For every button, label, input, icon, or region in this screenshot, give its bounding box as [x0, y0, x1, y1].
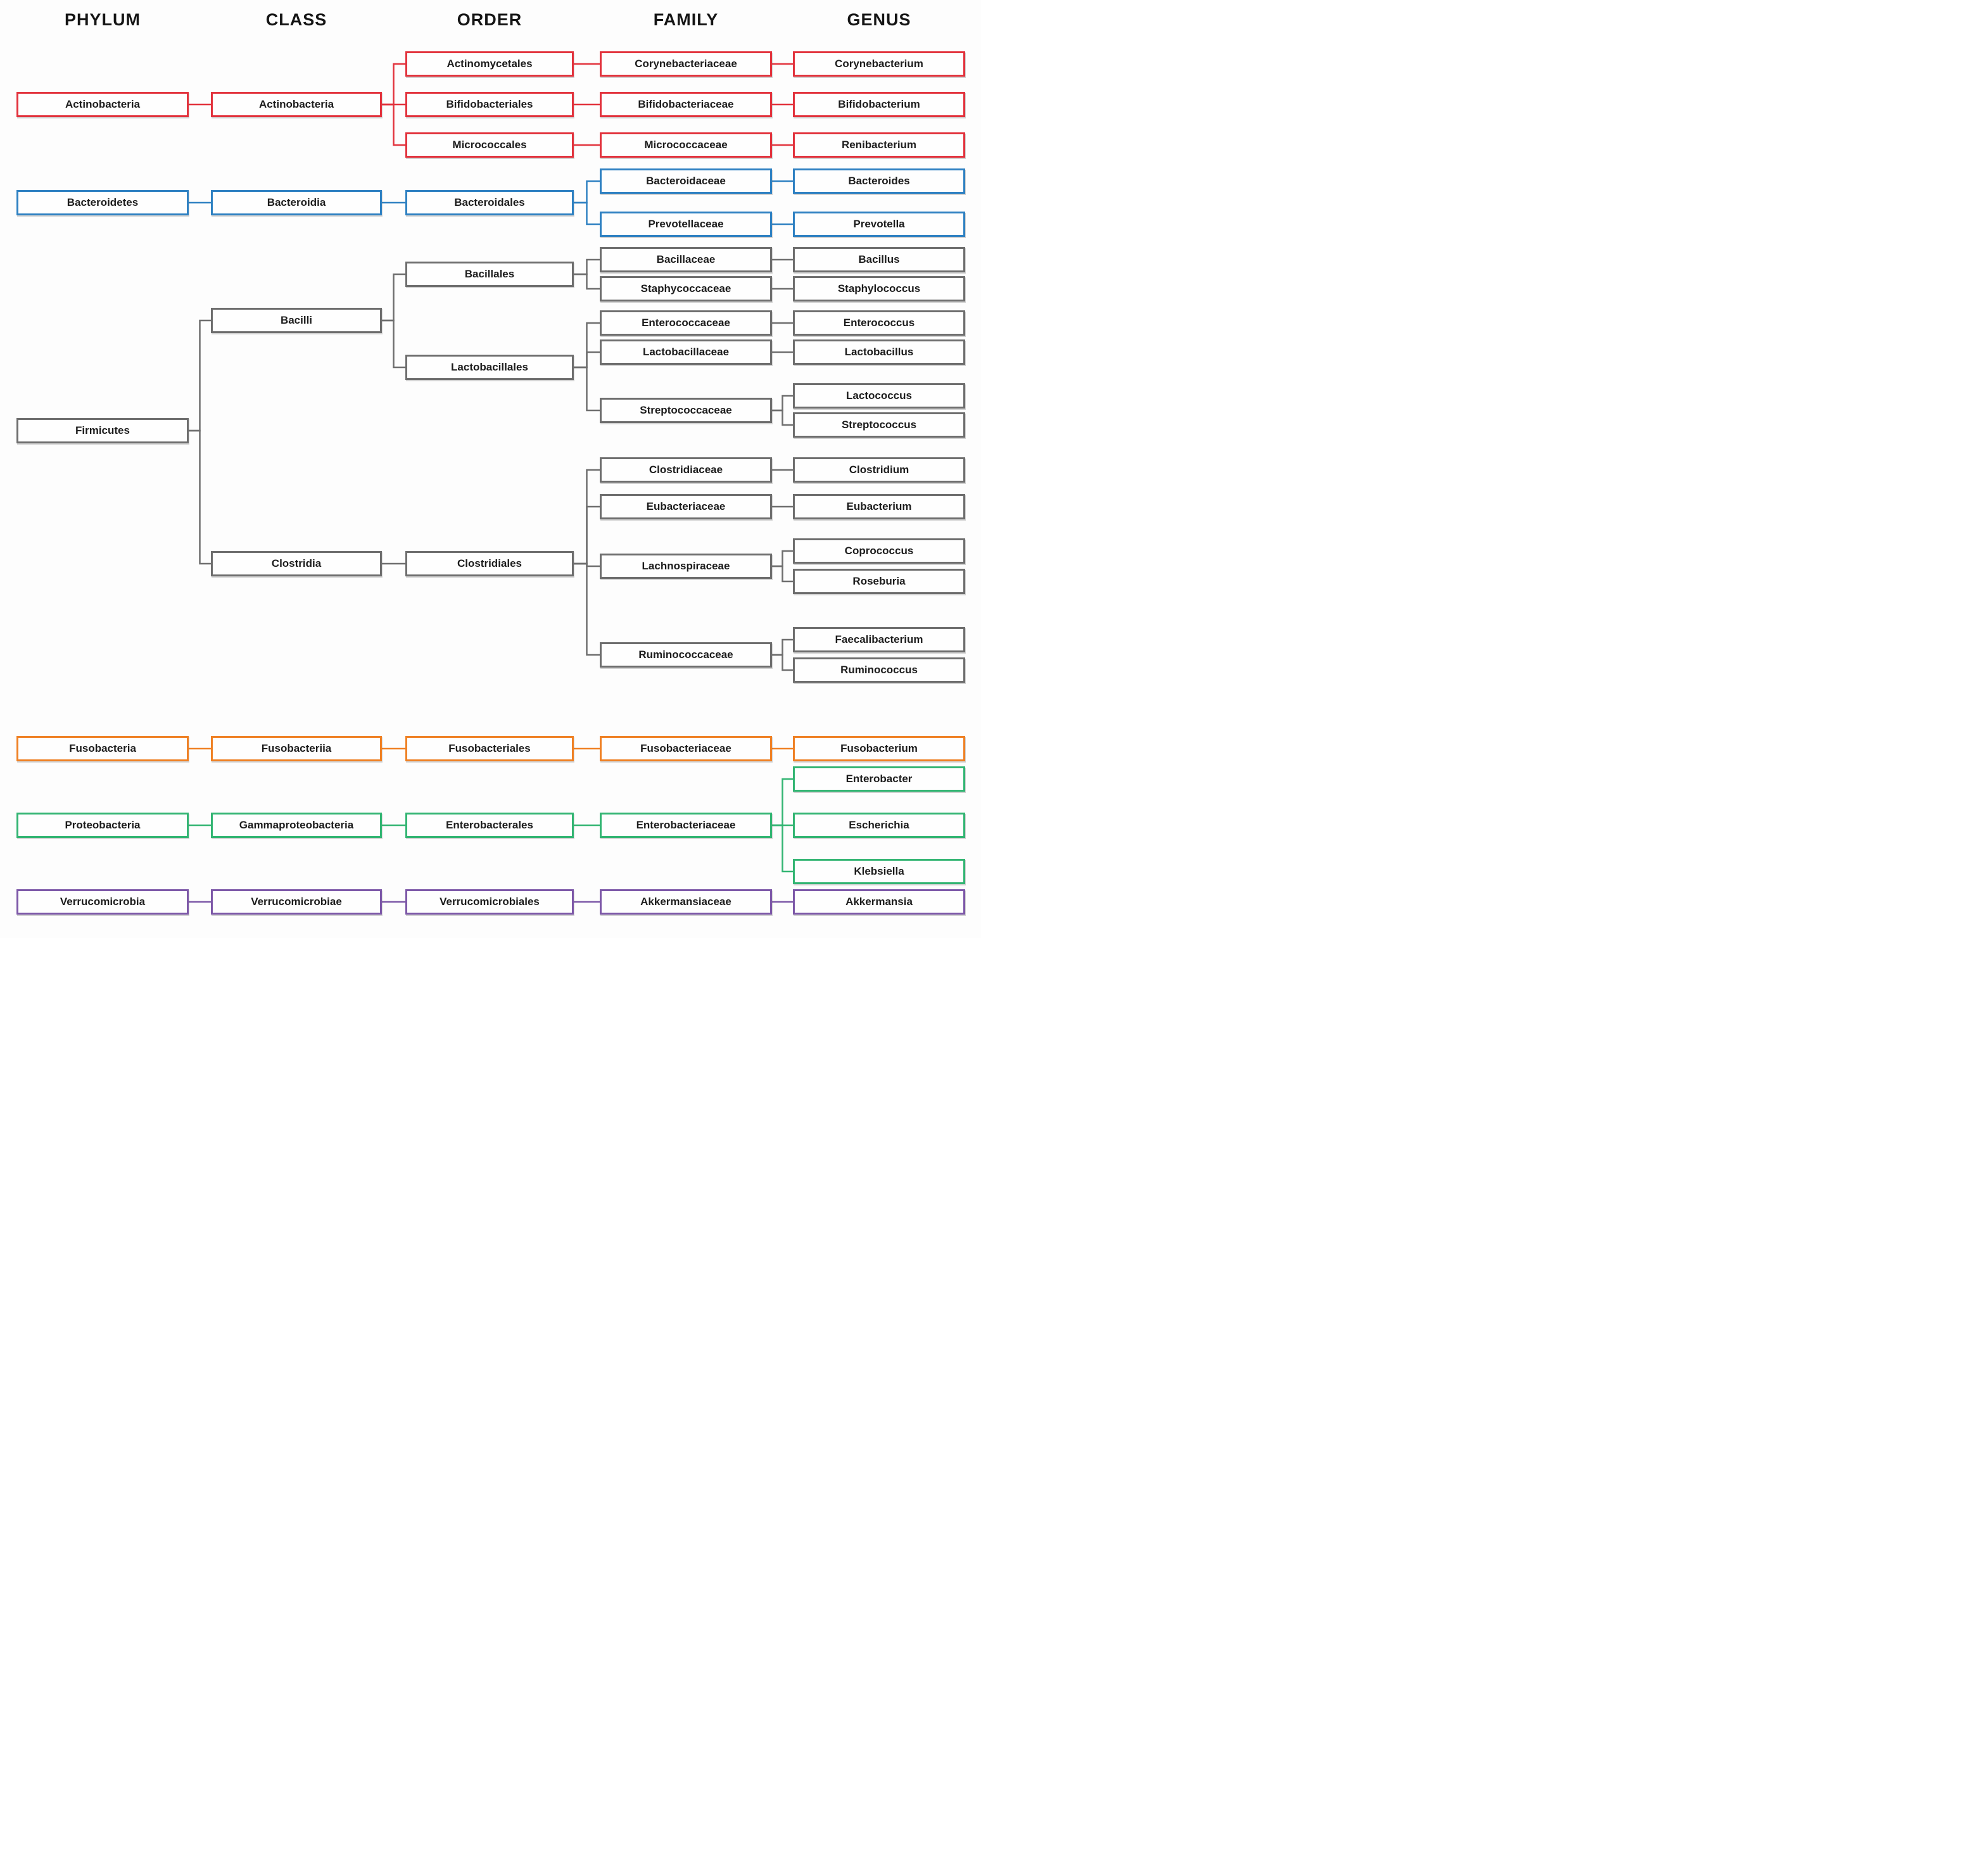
edge-bacillales-to-bacillaceae	[574, 258, 600, 276]
edge-bacillales-to-staphycoccaceae	[574, 273, 600, 290]
edge-actinobacteria_c-to-actinomycetales	[382, 63, 405, 106]
node-eubacteriaceae: Eubacteriaceae	[600, 494, 772, 519]
edge-lactobacillales-to-streptococcaceae	[574, 366, 600, 412]
node-akkermansia: Akkermansia	[793, 889, 965, 915]
node-renibacterium: Renibacterium	[793, 132, 965, 158]
edge-firmicutes-to-clostridia	[189, 429, 211, 565]
node-fusobacteria: Fusobacteria	[16, 736, 189, 761]
node-fusobacterium: Fusobacterium	[793, 736, 965, 761]
node-bacteroidia: Bacteroidia	[211, 190, 382, 215]
node-micrococcaceae: Micrococcaceae	[600, 132, 772, 158]
edge-bacteroidales-to-bacteroidaceae	[574, 180, 600, 204]
node-lactobacillaceae: Lactobacillaceae	[600, 339, 772, 365]
node-bacillaceae: Bacillaceae	[600, 247, 772, 272]
node-lactococcus: Lactococcus	[793, 383, 965, 409]
node-klebsiella: Klebsiella	[793, 859, 965, 884]
column-header-family: FAMILY	[653, 10, 719, 29]
edge-enterobacteriaceae-to-klebsiella	[772, 824, 793, 873]
edge-actinobacteria_c-to-micrococcales	[382, 103, 405, 146]
node-lactobacillus: Lactobacillus	[793, 339, 965, 365]
node-enterococcus: Enterococcus	[793, 310, 965, 336]
node-bifidobacteriaceae: Bifidobacteriaceae	[600, 92, 772, 117]
node-verrucomicrobia: Verrucomicrobia	[16, 889, 189, 915]
edge-streptococcaceae-to-streptococcus	[772, 409, 793, 426]
edge-bacilli-to-bacillales	[382, 273, 405, 322]
edge-lachnospiraceae-to-coprococcus	[772, 550, 793, 567]
node-enterococcaceae: Enterococcaceae	[600, 310, 772, 336]
node-streptococcus: Streptococcus	[793, 412, 965, 438]
node-ruminococcus: Ruminococcus	[793, 657, 965, 683]
node-faecalibacterium: Faecalibacterium	[793, 627, 965, 652]
node-actinobacteria_c: Actinobacteria	[211, 92, 382, 117]
node-firmicutes: Firmicutes	[16, 418, 189, 443]
edge-bacilli-to-lactobacillales	[382, 319, 405, 369]
node-lactobacillales: Lactobacillales	[405, 355, 574, 380]
edge-lactobacillales-to-lactobacillaceae	[574, 351, 600, 369]
column-header-phylum: PHYLUM	[65, 10, 141, 29]
node-clostridiales: Clostridiales	[405, 551, 574, 576]
edge-ruminococcaceae-to-faecalibacterium	[772, 638, 793, 656]
edge-clostridiales-to-eubacteriaceae	[574, 505, 600, 565]
edge-bacteroidales-to-prevotellaceae	[574, 201, 600, 225]
node-clostridium: Clostridium	[793, 457, 965, 483]
node-bacteroides: Bacteroides	[793, 168, 965, 194]
edge-ruminococcaceae-to-ruminococcus	[772, 654, 793, 671]
node-enterobacteriaceae: Enterobacteriaceae	[600, 813, 772, 838]
node-staphylococcus: Staphylococcus	[793, 276, 965, 301]
node-gammaproteobacteria: Gammaproteobacteria	[211, 813, 382, 838]
node-staphycoccaceae: Staphycoccaceae	[600, 276, 772, 301]
edge-enterobacteriaceae-to-enterobacter	[772, 778, 793, 827]
node-proteobacteria: Proteobacteria	[16, 813, 189, 838]
node-escherichia: Escherichia	[793, 813, 965, 838]
node-bacilli: Bacilli	[211, 308, 382, 333]
taxonomy-diagram: PHYLUM CLASS ORDER FAMILY GENUS Actinobacteri…	[0, 0, 981, 938]
node-prevotella: Prevotella	[793, 212, 965, 237]
column-header-order: ORDER	[457, 10, 522, 29]
node-prevotellaceae: Prevotellaceae	[600, 212, 772, 237]
node-enterobacterales: Enterobacterales	[405, 813, 574, 838]
node-bacteroidetes: Bacteroidetes	[16, 190, 189, 215]
node-eubacterium: Eubacterium	[793, 494, 965, 519]
node-akkermansiaceae: Akkermansiaceae	[600, 889, 772, 915]
column-header-class: CLASS	[265, 10, 327, 29]
node-clostridiaceae: Clostridiaceae	[600, 457, 772, 483]
edge-lachnospiraceae-to-roseburia	[772, 565, 793, 583]
node-verrucomicrobiales: Verrucomicrobiales	[405, 889, 574, 915]
column-header-genus: GENUS	[847, 10, 911, 29]
node-bifidobacterium: Bifidobacterium	[793, 92, 965, 117]
edge-firmicutes-to-bacilli	[189, 319, 211, 432]
node-bacteroidaceae: Bacteroidaceae	[600, 168, 772, 194]
node-streptococcaceae: Streptococcaceae	[600, 398, 772, 423]
node-fusobacteriaceae: Fusobacteriaceae	[600, 736, 772, 761]
node-bifidobacteriales: Bifidobacteriales	[405, 92, 574, 117]
node-lachnospiraceae: Lachnospiraceae	[600, 554, 772, 579]
node-corynebacteriaceae: Corynebacteriaceae	[600, 51, 772, 77]
node-enterobacter: Enterobacter	[793, 766, 965, 792]
node-micrococcales: Micrococcales	[405, 132, 574, 158]
node-actinomycetales: Actinomycetales	[405, 51, 574, 77]
node-corynebacterium: Corynebacterium	[793, 51, 965, 77]
node-actinobacteria_p: Actinobacteria	[16, 92, 189, 117]
node-fusobacteriia: Fusobacteriia	[211, 736, 382, 761]
node-verrucomicrobiae: Verrucomicrobiae	[211, 889, 382, 915]
node-coprococcus: Coprococcus	[793, 538, 965, 564]
node-clostridia: Clostridia	[211, 551, 382, 576]
node-fusobacteriales: Fusobacteriales	[405, 736, 574, 761]
edge-clostridiales-to-ruminococcaceae	[574, 562, 600, 656]
connector-lines	[189, 63, 793, 903]
node-ruminococcaceae: Ruminococcaceae	[600, 642, 772, 668]
edge-streptococcaceae-to-lactococcus	[772, 395, 793, 412]
node-roseburia: Roseburia	[793, 569, 965, 594]
node-bacillus: Bacillus	[793, 247, 965, 272]
node-bacillales: Bacillales	[405, 262, 574, 287]
node-bacteroidales: Bacteroidales	[405, 190, 574, 215]
